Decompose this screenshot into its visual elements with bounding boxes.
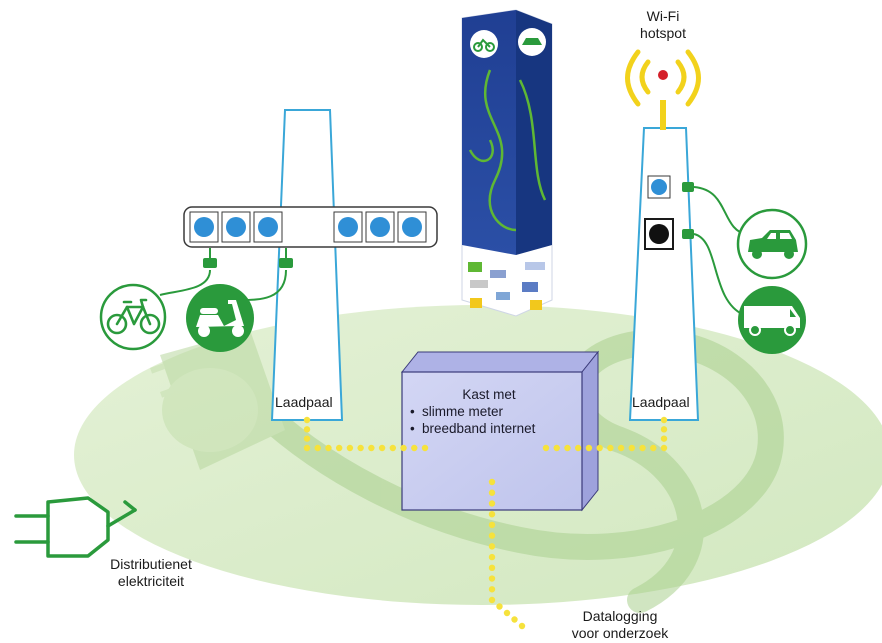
data-dot [488,521,496,529]
data-dot [488,564,496,572]
data-dot [303,435,311,442]
data-dot [488,586,496,593]
data-dot [488,510,496,518]
blue-socket-icon [647,175,671,199]
data-dot [389,444,397,452]
data-dot [496,603,503,610]
data-line-dots [303,416,668,630]
cabinet-feature-item: slimme meter [410,403,574,420]
blue-socket-icon [333,211,363,243]
data-dot [368,444,375,452]
data-dot [303,426,311,433]
cabinet-feature-list: slimme meter breedband internet [404,403,574,437]
socket-bar [183,206,438,248]
data-dot [660,426,668,433]
data-dot [325,444,332,452]
data-dot [488,596,496,604]
data-dot [400,444,407,452]
data-dot [553,444,560,452]
data-dot [650,444,657,452]
blue-socket-icon [397,211,427,243]
datalog-label-line2: voor onderzoek [571,625,669,641]
grid-label: Distributienet elektriciteit [96,556,206,590]
data-dot [314,444,321,452]
data-dot [488,532,496,539]
right-charging-post [628,127,700,421]
data-dot [346,444,354,452]
data-dot [503,609,511,617]
data-dot [488,489,496,496]
van-icon [738,286,806,354]
blue-socket-icon [253,211,283,243]
data-dot [660,435,668,442]
datalog-label: Datalogging voor onderzoek [560,608,680,642]
cabinet-feature-item: breedband internet [410,420,574,437]
wifi-label-line2: hotspot [640,25,686,41]
data-dot [607,444,614,452]
data-dot [488,478,496,486]
data-dot [511,616,518,623]
data-dot [421,444,429,452]
data-dot [518,622,526,630]
data-dot [335,444,343,452]
grid-label-line2: elektriciteit [117,573,185,589]
data-dot [639,444,646,452]
grid-label-line1: Distributienet [110,556,192,572]
data-dot [488,575,496,582]
data-dot [660,416,668,424]
data-dot [488,543,496,550]
data-dot [574,444,582,452]
data-dot [303,416,311,424]
data-dot [617,444,625,452]
pillar-sponsor-logos [468,262,545,310]
data-dot [357,444,364,452]
data-dot [628,444,636,452]
wifi-label-line1: Wi-Fi [646,8,680,24]
cabinet-title: Kast met [462,387,516,402]
bar-plug-icon-2 [279,258,293,268]
car-icon [736,208,808,280]
smart-meter-cabinet [400,350,600,512]
data-dot [303,444,311,452]
cabinet-label: Kast met slimme meter breedband internet [404,386,574,437]
left-charging-post [270,109,344,421]
datalog-label-line1: Datalogging [582,608,658,624]
data-dot [585,444,593,452]
data-dot [488,500,496,507]
scooter-icon [186,284,254,352]
data-dot [542,444,550,452]
laadpaal-right-label: Laadpaal [632,394,690,410]
bar-plug-icon-1 [203,258,217,268]
wifi-label: Wi-Fi hotspot [627,8,699,42]
blue-socket-icon [189,211,219,243]
data-dot [378,444,386,452]
black-socket-icon [644,218,674,250]
data-dot [596,444,603,452]
cable-illustration [150,329,784,613]
data-dot [411,444,418,452]
advertising-pillar [461,9,553,317]
wifi-antenna-icon [625,49,701,130]
bicycle-icon [99,283,167,351]
laadpaal-left-label: Laadpaal [275,394,333,410]
data-dot [564,444,571,452]
blue-socket-icon [365,211,395,243]
grid-plug-icon [14,496,137,558]
data-dot [660,444,668,452]
blue-socket-icon [221,211,251,243]
data-dot [488,553,496,561]
